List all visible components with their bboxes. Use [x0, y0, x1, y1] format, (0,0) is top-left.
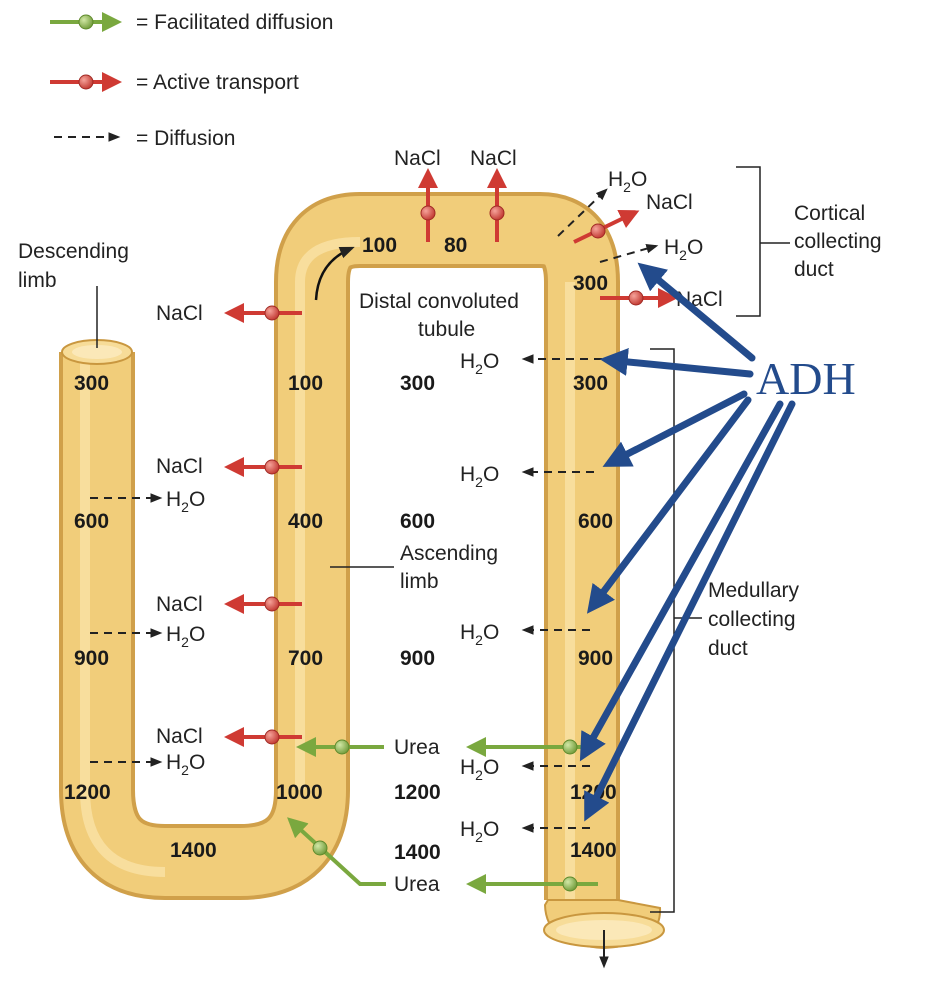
medullary-duct-label-2: collecting	[708, 608, 796, 631]
urea-transport-arrows	[287, 737, 598, 894]
nacl-label-4: NaCl	[156, 725, 203, 748]
legend: = Facilitated diffusion = Active transpo…	[50, 11, 333, 150]
collecting-value-1: 300	[573, 272, 608, 295]
h2o-label-3: H2O	[166, 751, 205, 778]
descending-value-4: 1200	[64, 781, 111, 804]
descending-value-2: 600	[74, 510, 109, 533]
h2o-label-4: H2O	[460, 350, 499, 377]
cortical-duct-label-1: Cortical	[794, 202, 865, 225]
interstitium-value-5: 1400	[394, 841, 441, 864]
ascending-value-1: 100	[288, 372, 323, 395]
h2o-label-1: H2O	[166, 488, 205, 515]
interstitium-value-2: 600	[400, 510, 435, 533]
nacl-label-7: NaCl	[646, 191, 693, 214]
descending-limb-label-2: limb	[18, 269, 57, 292]
medullary-duct-label-1: Medullary	[708, 579, 800, 602]
ascending-limb-label-2: limb	[400, 570, 439, 593]
descending-limb-label-1: Descending	[18, 240, 129, 263]
h2o-label-9: H2O	[608, 168, 647, 195]
distal-value-1: 100	[362, 234, 397, 257]
legend-facilitated-icon	[50, 12, 122, 32]
nephron-tubule	[59, 192, 665, 950]
nacl-label-1: NaCl	[156, 302, 203, 325]
nacl-label-2: NaCl	[156, 455, 203, 478]
descending-value-1: 300	[74, 372, 109, 395]
ascending-limb-label-1: Ascending	[400, 542, 498, 565]
distal-tubule-label-2: tubule	[418, 318, 475, 341]
distal-value-2: 80	[444, 234, 467, 257]
interstitium-value-3: 900	[400, 647, 435, 670]
interstitium-value-1: 300	[400, 372, 435, 395]
urea-label-1: Urea	[394, 736, 440, 759]
adh-arrows	[579, 262, 796, 822]
distal-tubule-label-1: Distal convoluted	[359, 290, 519, 313]
descending-value-3: 900	[74, 647, 109, 670]
h2o-label-7: H2O	[460, 756, 499, 783]
h2o-label-5: H2O	[460, 463, 499, 490]
legend-facilitated-label: = Facilitated diffusion	[136, 11, 333, 34]
h2o-label-2: H2O	[166, 623, 205, 650]
nacl-label-3: NaCl	[156, 593, 203, 616]
collecting-value-3: 600	[578, 510, 613, 533]
urea-label-2: Urea	[394, 873, 440, 896]
legend-diffusion-label: = Diffusion	[136, 127, 235, 150]
water-diffusion-arrows	[90, 188, 659, 833]
h2o-label-6: H2O	[460, 621, 499, 648]
cortical-duct-label-2: collecting	[794, 230, 882, 253]
ascending-value-2: 400	[288, 510, 323, 533]
ascending-value-4: 1000	[276, 781, 323, 804]
collecting-value-2: 300	[573, 372, 608, 395]
flow-arrow	[314, 246, 355, 301]
medullary-duct-label-3: duct	[708, 637, 748, 660]
adh-label: ADH	[756, 353, 856, 404]
cortical-duct-label-3: duct	[794, 258, 834, 281]
nacl-label-5: NaCl	[394, 147, 441, 170]
h2o-label-10: H2O	[664, 236, 703, 263]
cortical-duct-bracket	[736, 166, 790, 317]
loop-bottom-value: 1400	[170, 839, 217, 862]
nacl-label-6: NaCl	[470, 147, 517, 170]
interstitium-value-4: 1200	[394, 781, 441, 804]
active-transport-arrows	[224, 168, 678, 747]
h2o-label-8: H2O	[460, 818, 499, 845]
collecting-value-6: 1400	[570, 839, 617, 862]
ascending-value-3: 700	[288, 647, 323, 670]
collecting-value-4: 900	[578, 647, 613, 670]
legend-active-icon	[50, 72, 122, 92]
legend-active-label: = Active transport	[136, 71, 299, 94]
